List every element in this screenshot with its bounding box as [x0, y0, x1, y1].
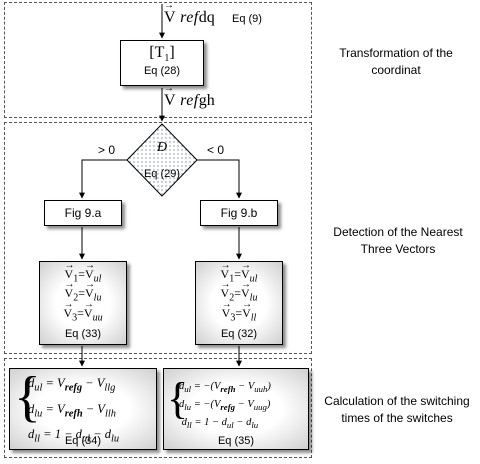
section-label-transformation: Transformation of the coordinat	[339, 46, 453, 77]
duty-right-brace: {	[167, 374, 189, 423]
duty-left-l1: dul = Vrefg − Vllg	[28, 376, 116, 394]
vec-left-v3: V3=Vuu	[40, 297, 126, 325]
duty-box-right: { dul = −(Vrefh − Vuuh) dlu = −(Vrefg − …	[163, 368, 309, 450]
fig-box-right: Fig 9.b	[200, 200, 278, 226]
vec-right-v1: V1=Vul	[196, 258, 282, 286]
duty-left-l3: dll = 1 − dul − dlu	[28, 427, 120, 445]
decision-eq: Eq (29)	[143, 168, 181, 180]
fig-right-label: Fig 9.b	[220, 206, 258, 220]
vector-box-right: V1=Vul V2=Vlu V3=Vll Eq (32)	[195, 258, 283, 345]
section-detection	[4, 122, 312, 354]
vrefgh-label: V refgh	[162, 83, 215, 110]
arrow-decision-right	[197, 159, 242, 199]
vrefdq-label: V refdq	[162, 0, 215, 27]
vector-box-left: V1=Vul V2=Vlu V3=Vuu Eq (33)	[39, 258, 127, 345]
decision-symbol: Đ	[156, 140, 168, 155]
duty-right-l3: dll = 1 − dul − dlu	[179, 417, 259, 431]
vec-left-v2: V2=Vlu	[40, 277, 126, 305]
duty-left-l2: dlu = Vrefh − Vllh	[28, 401, 116, 420]
vec-right-v3: V3=Vll	[196, 297, 282, 325]
section-calculation	[4, 358, 312, 458]
vrefdq-eq: Eq (9)	[232, 13, 262, 25]
duty-right-eq: Eq (35)	[217, 435, 255, 447]
arrow-decision-left	[79, 159, 127, 199]
vec-left-eq: Eq (33)	[64, 328, 102, 340]
duty-left-eq: Eq (34)	[64, 435, 102, 447]
t1-box: [T1] Eq (28)	[120, 40, 204, 86]
section-label-detection: Detection of the Nearest Three Vectors	[333, 225, 463, 256]
decision-right-cond: < 0	[207, 143, 225, 157]
decision-left-cond: > 0	[98, 143, 116, 157]
duty-right-l1: dul = −(Vrefh − Vuuh)	[179, 381, 271, 395]
section-label-calculation: Calculation of the switching times of th…	[324, 394, 470, 425]
section-transformation	[4, 2, 312, 118]
vec-right-eq: Eq (32)	[220, 328, 258, 340]
duty-right-l2: dlu = −(Vrefg − Vuug)	[179, 399, 271, 413]
vec-right-v2: V2=Vlu	[196, 277, 282, 305]
fig-left-label: Fig 9.a	[64, 206, 102, 220]
fig-box-left: Fig 9.a	[44, 200, 122, 226]
t1-label: [T1]	[149, 44, 175, 65]
duty-box-left: { dul = Vrefg − Vllg dlu = Vrefh − Vllh …	[9, 366, 157, 450]
t1-eq: Eq (28)	[143, 65, 181, 78]
vec-left-v1: V1=Vul	[40, 258, 126, 286]
duty-left-brace: {	[14, 366, 41, 428]
